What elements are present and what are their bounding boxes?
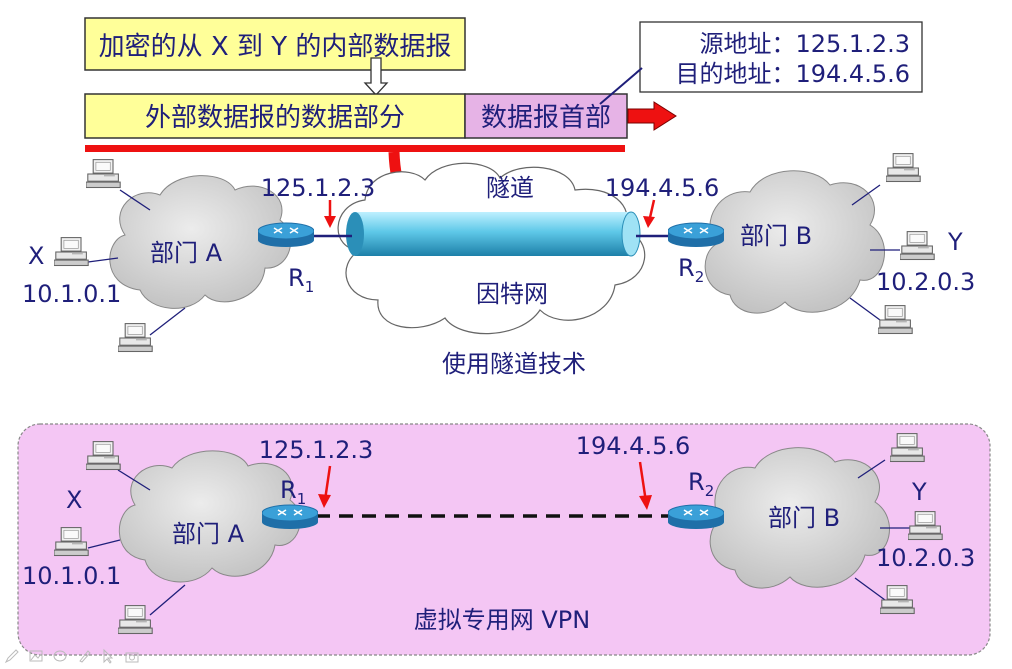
dept-a-label: 部门 A [172,520,245,548]
callout-pointer [599,67,643,105]
insert-arrow [363,57,389,96]
tunnel-label: 隧道 [486,174,534,202]
right-ip-label: 194.4.5.6 [605,174,720,202]
pen-icon[interactable] [4,648,20,664]
computer-icon [886,153,921,183]
pc-link [149,584,186,616]
computer-icon [878,305,913,335]
right-ip-arrowhead [639,495,652,510]
camera-icon[interactable] [124,648,140,664]
encrypted-datagram-label: 加密的从 X 到 Y 的内部数据报 [99,32,452,62]
outer-header-label: 数据报首部 [481,103,611,133]
r2-label: R2 [688,468,714,500]
computer-icon [86,159,121,189]
dept-a-cloud [118,450,301,583]
source-address: 源地址：125.1.2.3 [699,30,910,58]
pc-link [119,189,151,211]
pc-link [87,257,119,263]
packet-path-bar [85,145,625,152]
eraser-icon[interactable] [52,648,68,664]
r1-label: R1 [288,264,314,296]
pencil-icon[interactable] [76,648,92,664]
caption-using-tunnel: 使用隧道技术 [442,350,586,378]
r1-label: R1 [280,476,306,508]
encrypted-datagram-box [84,17,466,71]
host-y-label: Y [947,228,963,256]
outer-payload-box [84,93,466,139]
pc-link [149,307,186,336]
left-ip-label: 125.1.2.3 [261,174,376,202]
computer-icon [900,231,935,261]
router-icon [668,504,724,530]
dept-b-label: 部门 B [768,504,840,532]
host-y-ip: 10.2.0.3 [876,268,975,296]
pc-link [87,539,121,549]
send-arrow [627,101,677,131]
router-icon [262,504,318,530]
pc-link [117,469,151,491]
tunnel-tube [346,211,641,257]
dept-a-label: 部门 A [150,239,223,267]
computer-icon [118,323,153,353]
right-ip-arrowhead [643,216,655,228]
left-ip-arrowhead [324,216,336,228]
right-ip-arrow [638,461,648,503]
slide-toolbar [4,648,140,668]
left-ip-label: 125.1.2.3 [259,436,374,464]
image-icon[interactable] [28,648,44,664]
outer-header-box [464,93,628,139]
host-y-label: Y [911,478,927,506]
pc-link [851,184,881,206]
internet-label: 因特网 [476,280,548,308]
pointer-icon[interactable] [100,648,116,664]
host-x-label: X [66,486,82,514]
host-x-label: X [28,242,44,270]
router-icon [258,222,314,248]
vpn-label: 虚拟专用网 VPN [414,606,590,634]
outer-payload-label: 外部数据报的数据部分 [145,103,405,133]
r2-label: R2 [678,254,704,286]
host-y-ip: 10.2.0.3 [876,544,975,572]
pc-link [857,459,886,479]
destination-address: 目的地址：194.4.5.6 [675,60,910,88]
host-x-ip: 10.1.0.1 [22,562,121,590]
router-icon [668,222,724,248]
pc-link [849,297,881,321]
right-ip-label: 194.4.5.6 [576,432,691,460]
pc-link [854,577,886,601]
header-address-box [639,21,923,93]
host-x-ip: 10.1.0.1 [22,280,121,308]
left-ip-arrowhead [318,494,331,508]
dept-a-cloud [109,175,292,309]
computer-icon [54,237,89,267]
dept-b-label: 部门 B [740,222,812,250]
left-ip-arrow [323,465,332,501]
